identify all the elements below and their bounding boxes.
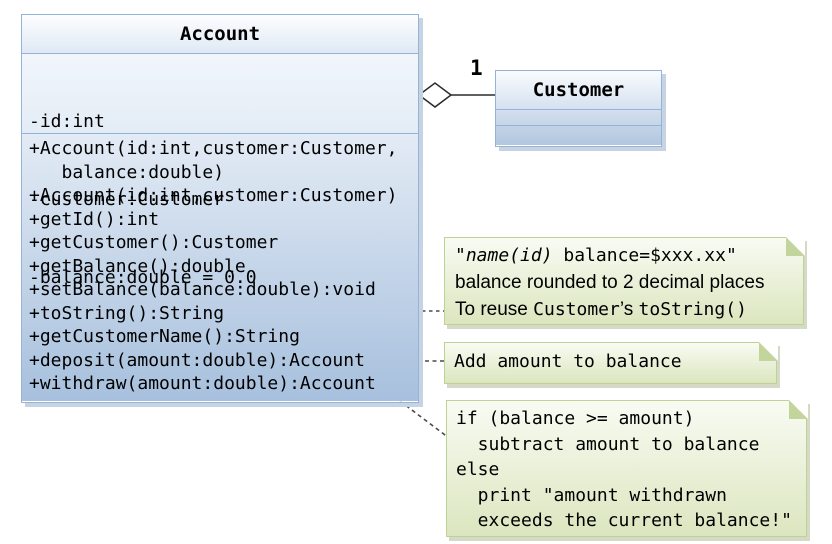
aggregation-diamond-icon xyxy=(417,82,453,108)
note-line: subtract amount to balance xyxy=(456,433,760,455)
customer-methods-compartment xyxy=(496,125,661,145)
customer-class-box: Customer xyxy=(495,70,662,147)
method-row: +getBalance():double xyxy=(29,255,246,277)
method-row-withdraw: +withdraw(amount:double):Account xyxy=(29,373,376,394)
method-row-tostring: +toString():String xyxy=(29,302,225,324)
customer-attributes-compartment xyxy=(496,109,661,125)
method-row: +getCustomer():Customer xyxy=(29,232,279,253)
method-row: balance:double) xyxy=(29,161,225,183)
method-row: +getId():int xyxy=(29,208,160,230)
note-line: else xyxy=(456,459,500,481)
note-fold-icon xyxy=(788,399,808,419)
customer-class-title: Customer xyxy=(496,71,661,109)
account-class-box: Account -id:int -customer:Customer -bala… xyxy=(21,14,419,403)
method-row: +setBalance(balance:double):void xyxy=(29,279,376,300)
note-deposit: Add amount to balance xyxy=(444,341,778,384)
note-line: balance rounded to 2 decimal places xyxy=(455,272,765,293)
attribute-row: -id:int xyxy=(29,111,105,132)
note-withdraw: if (balance >= amount) subtract amount t… xyxy=(446,399,808,537)
method-row-deposit: +deposit(amount:double):Account xyxy=(29,349,365,371)
note-line: exceeds the current balance!" xyxy=(456,510,792,532)
note-fold-icon xyxy=(758,341,778,361)
method-row: +Account(id:int,customer:Customer, xyxy=(29,138,398,159)
method-row: +getCustomerName():String xyxy=(29,326,300,347)
note-fold-icon xyxy=(785,236,805,256)
attribute-row: -customer:Customer xyxy=(29,189,225,210)
note-line: Add amount to balance xyxy=(454,351,682,372)
multiplicity-label: 1 xyxy=(470,56,483,80)
account-attributes-compartment: -id:int -customer:Customer -balance:doub… xyxy=(22,53,418,288)
attribute-row: -balance:double = 0.0 xyxy=(29,267,257,288)
method-row: +Account(id:int,customer:Customer) xyxy=(29,185,398,206)
note-line: if (balance >= amount) xyxy=(456,408,695,429)
note-line: "name(id) balance=$xxx.xx" xyxy=(455,245,737,266)
note-line: print "amount withdrawn xyxy=(456,484,727,506)
account-class-title: Account xyxy=(22,15,418,53)
note-tostring: "name(id) balance=$xxx.xx" balance round… xyxy=(444,236,805,325)
account-methods-compartment: +Account(id:int,customer:Customer, balan… xyxy=(22,133,418,401)
dashed-connector-withdraw xyxy=(387,391,450,439)
note-line: To reuse Customer’s toString() xyxy=(455,299,747,320)
